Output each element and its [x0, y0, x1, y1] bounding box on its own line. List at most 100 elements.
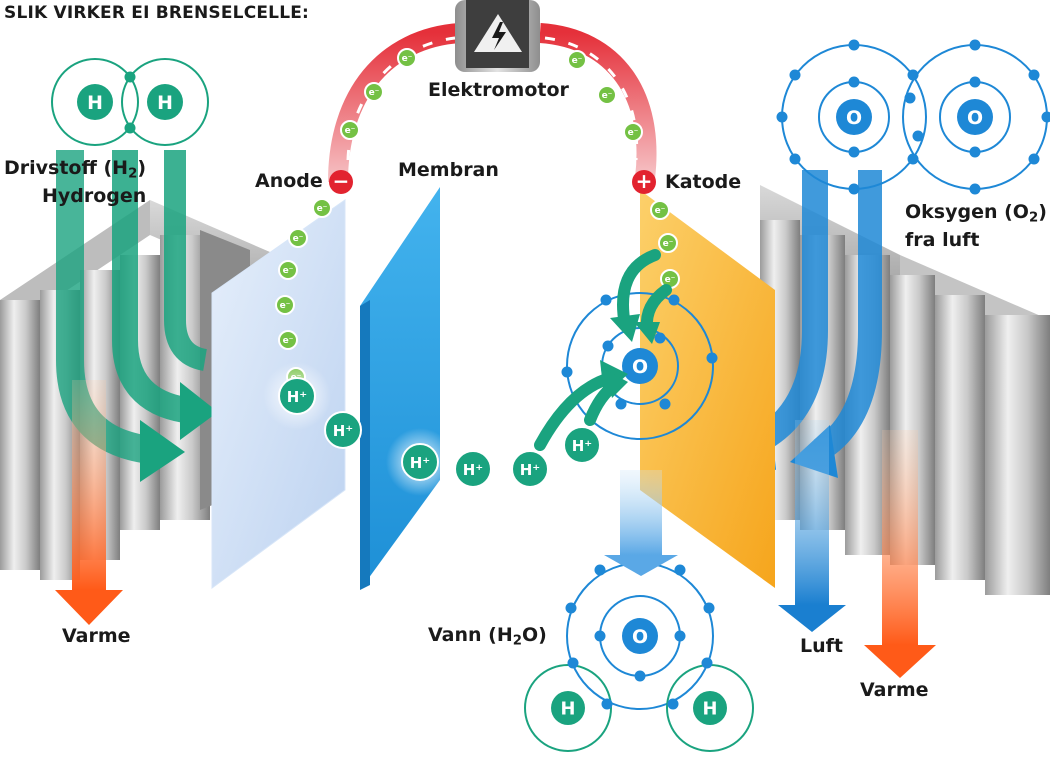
electron-dot [668, 699, 679, 710]
proton: H⁺ [455, 451, 491, 487]
proton-symbol: H⁺ [333, 422, 353, 440]
oxygen-atom: O [836, 99, 872, 135]
proton-symbol: H⁺ [287, 388, 307, 406]
fuel-label-subscript: 2 [128, 166, 137, 181]
electron: e⁻ [289, 229, 307, 247]
nucleus-symbol: O [632, 356, 648, 378]
electron-dot [908, 154, 919, 165]
electron-symbol: e⁻ [345, 126, 356, 136]
electron-symbol: e⁻ [283, 266, 294, 276]
electron: e⁻ [624, 123, 642, 141]
nucleus-symbol: O [846, 107, 862, 129]
electron-symbol: e⁻ [665, 275, 676, 285]
oxygen-label-prefix: Oksygen (O [905, 201, 1029, 223]
minus-sign-glyph: − [333, 169, 350, 193]
electron-dot [790, 154, 801, 165]
fuel-label: Drivstoff (H2) [4, 158, 146, 182]
water-outflow-shaft [620, 470, 662, 555]
electron: e⁻ [659, 234, 677, 252]
proton: H⁺ [325, 412, 361, 448]
electron: e⁻ [279, 261, 297, 279]
minus-sign-icon: − [329, 169, 353, 194]
electron-dot [702, 658, 713, 669]
nucleus-symbol: H [157, 92, 173, 114]
electron-dot [675, 565, 686, 576]
electron-dot [566, 603, 577, 614]
nucleus-symbol: H [87, 92, 103, 114]
water-label-prefix: Vann (H [428, 624, 513, 646]
nucleus-symbol: H [703, 699, 718, 720]
water-molecule: O H H [525, 558, 753, 752]
electron-dot [125, 123, 136, 134]
electron-symbol: e⁻ [602, 91, 613, 101]
proton-symbol: H⁺ [463, 461, 483, 479]
oxygen-source-label: fra luft [905, 230, 979, 252]
electron-symbol: e⁻ [655, 206, 666, 216]
electron-dot [707, 353, 718, 364]
proton: H⁺ [263, 362, 331, 430]
electron-symbol: e⁻ [628, 128, 639, 138]
electron-dot [616, 399, 627, 410]
proton-symbol: H⁺ [410, 454, 430, 472]
electron-dot [777, 112, 788, 123]
proton: H⁺ [386, 428, 454, 496]
electron-symbol: e⁻ [280, 301, 291, 311]
electron-dot [602, 699, 613, 710]
electron-dot [601, 295, 612, 306]
electron-dot [905, 93, 916, 104]
electron-dot [970, 184, 981, 195]
nucleus-symbol: H [561, 699, 576, 720]
electron-dot [1029, 70, 1040, 81]
fuel-label-prefix: Drivstoff (H [4, 157, 128, 179]
nucleus-symbol: O [632, 626, 648, 648]
oxygen-label-suffix: ) [1038, 201, 1047, 223]
electron-dot [1042, 112, 1050, 123]
proton: H⁺ [512, 451, 548, 487]
electron-dot [603, 341, 614, 352]
oxygen-label: Oksygen (O2) [905, 202, 1047, 226]
hydrogen-label: Hydrogen [42, 186, 146, 208]
electron-symbol: e⁻ [572, 56, 583, 66]
electron: e⁻ [313, 199, 331, 217]
electron-dot [849, 77, 860, 88]
electron-dot [704, 603, 715, 614]
electron-symbol: e⁻ [369, 88, 380, 98]
electron-symbol: e⁻ [402, 54, 413, 64]
hydrogen-atom: H [551, 691, 585, 725]
motor-label: Elektromotor [428, 80, 569, 102]
oxygen-atom: O [622, 618, 658, 654]
electron-dot [635, 671, 646, 682]
electron: e⁻ [276, 296, 294, 314]
heat-right-label: Varme [860, 680, 929, 702]
electron-dot [675, 631, 686, 642]
water-label-subscript: 2 [513, 633, 522, 648]
electron-dot [849, 184, 860, 195]
hydrogen-atom: H [147, 84, 183, 120]
oxygen-atom: O [622, 348, 658, 384]
electron-dot [125, 72, 136, 83]
electron-dot [595, 565, 606, 576]
electron-dot [669, 295, 680, 306]
electron-dot [562, 367, 573, 378]
cathode-label: Katode [665, 172, 741, 194]
electron-dot [970, 77, 981, 88]
fuel-label-suffix: ) [137, 157, 146, 179]
electron-dot [849, 147, 860, 158]
electron: e⁻ [568, 51, 586, 69]
electron-dot [908, 70, 919, 81]
electron-symbol: e⁻ [317, 204, 328, 214]
heat-left-label: Varme [62, 626, 131, 648]
membrane-label: Membran [398, 160, 499, 182]
hydrogen-atom: H [693, 691, 727, 725]
electron: e⁻ [279, 331, 297, 349]
electron-dot [595, 631, 606, 642]
electron-dot [660, 399, 671, 410]
electron-dot [970, 147, 981, 158]
hydrogen-atom: H [77, 84, 113, 120]
water-label-suffix: O) [522, 624, 547, 646]
electron: e⁻ [365, 83, 383, 101]
electron: e⁻ [398, 49, 416, 67]
oxygen-label-subscript: 2 [1029, 210, 1038, 225]
